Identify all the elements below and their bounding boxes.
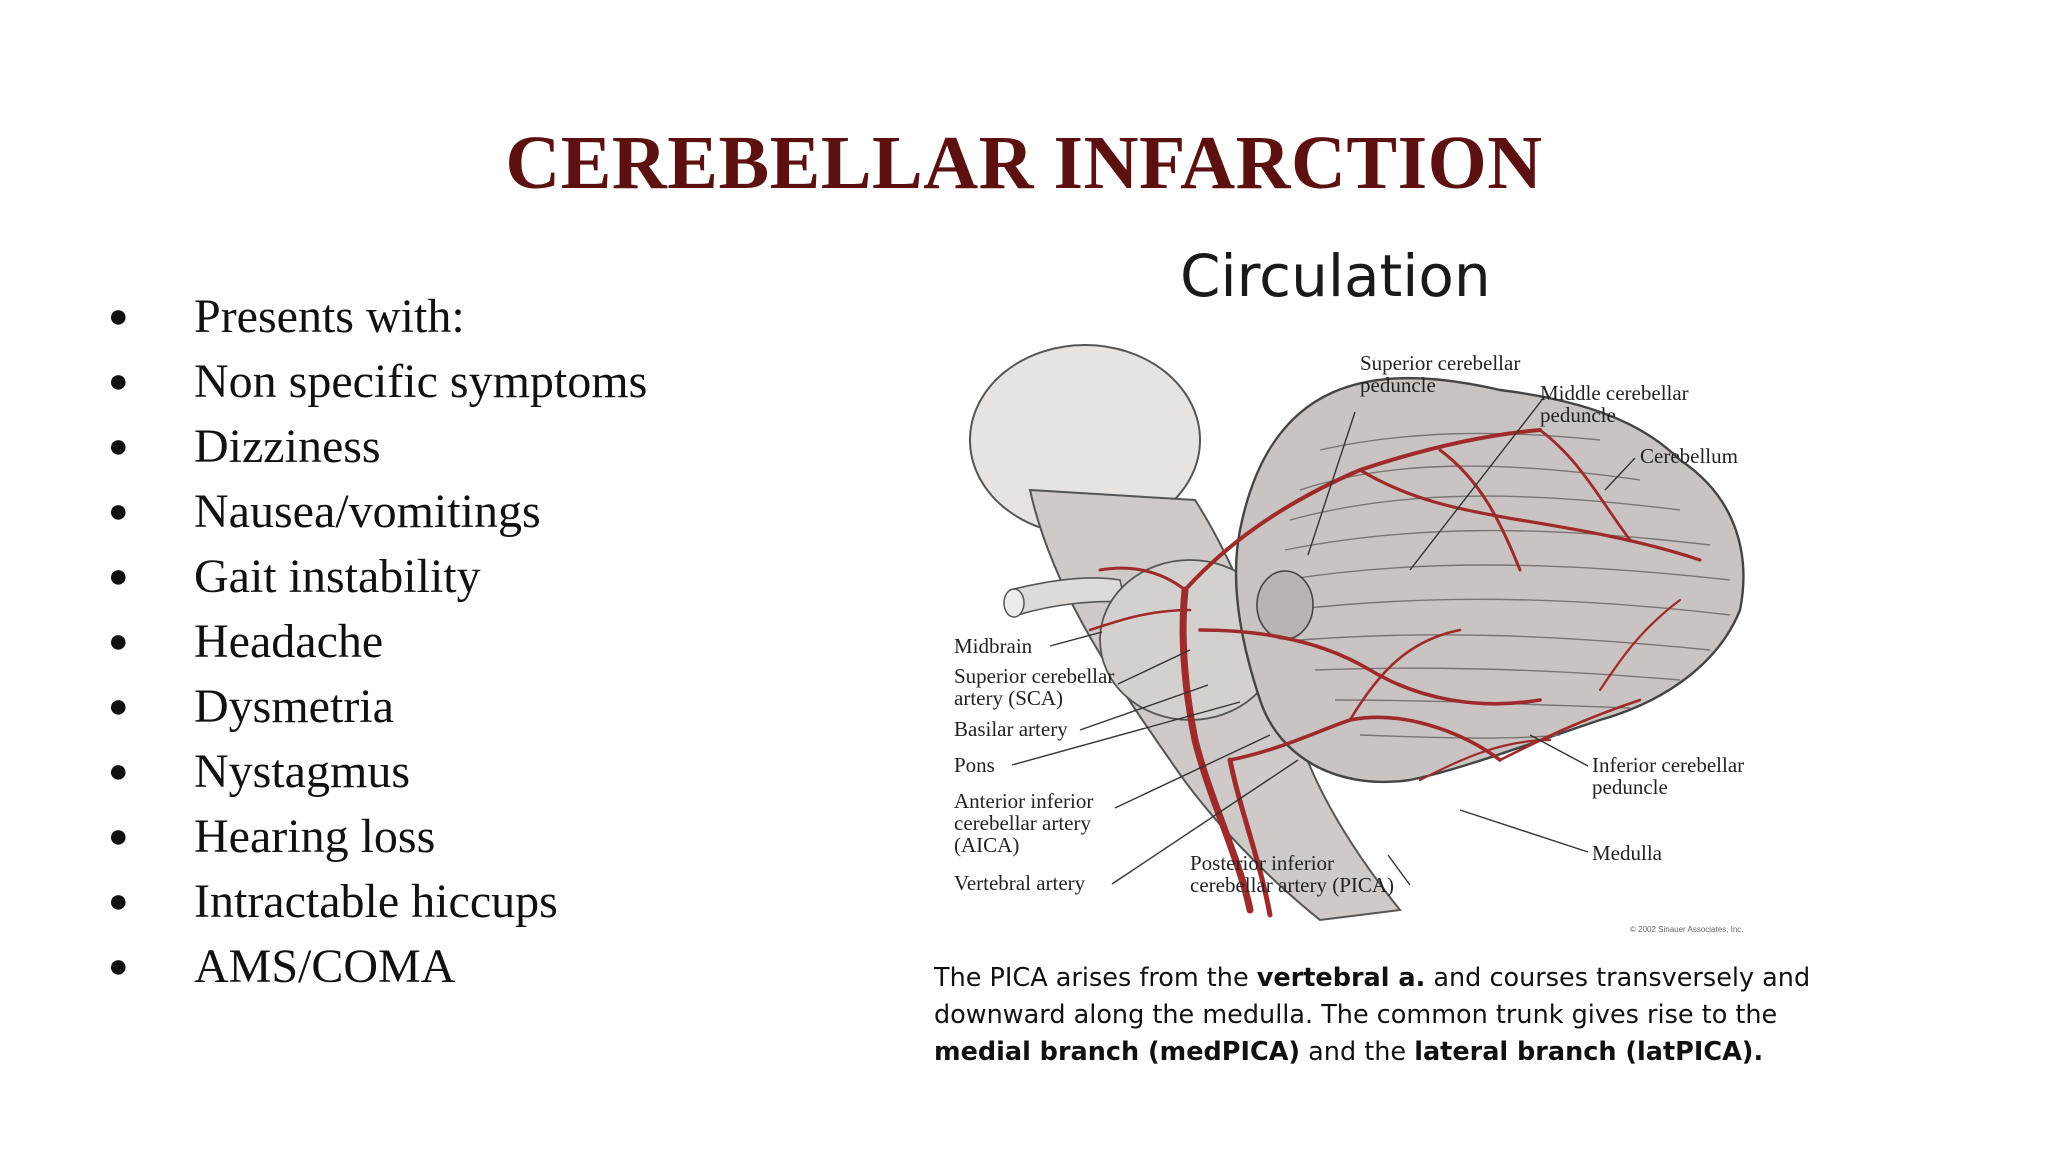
list-item: ● AMS/COMA: [108, 934, 647, 999]
list-item-text: AMS/COMA: [194, 939, 456, 993]
label-aica: Anterior inferior cerebellar artery (AIC…: [954, 789, 1099, 857]
cerebellar-circulation-diagram: Superior cerebellar peduncle Middle cere…: [954, 344, 1749, 934]
figure-caption: The PICA arises from the vertebral a. an…: [934, 963, 1811, 1067]
arteries: [1088, 428, 1702, 918]
diagram-labels: Superior cerebellar peduncle Middle cere…: [954, 351, 1749, 934]
list-item: ● Intractable hiccups: [108, 869, 647, 934]
bullet-marker: ●: [108, 557, 129, 595]
list-item-text: Dizziness: [194, 419, 381, 473]
list-item-text: Hearing loss: [194, 809, 436, 863]
bullet-marker: ●: [108, 362, 129, 400]
cerebellum-illustration: [1234, 376, 1745, 784]
bullet-marker: ●: [108, 752, 129, 790]
cranial-nerve-end: [1003, 588, 1025, 618]
list-item-text: Dysmetria: [194, 679, 394, 733]
bullet-marker: ●: [108, 882, 129, 920]
list-item: ● Dizziness: [108, 414, 647, 479]
label-pons: Pons: [954, 753, 995, 777]
label-basilar-artery: Basilar artery: [954, 717, 1068, 741]
label-midbrain: Midbrain: [954, 634, 1033, 658]
cerebellum-shape: [1234, 376, 1745, 784]
list-item: ● Dysmetria: [108, 674, 647, 739]
list-item: ● Non specific symptoms: [108, 349, 647, 414]
list-item: ● Nausea/vomitings: [108, 479, 647, 544]
list-item-text: Nausea/vomitings: [194, 484, 541, 538]
list-item-text: Non specific symptoms: [194, 354, 648, 408]
list-item: ● Gait instability: [108, 544, 647, 609]
list-item-text: Presents with:: [194, 289, 465, 343]
label-pica: Posterior inferior cerebellar artery (PI…: [1190, 851, 1394, 897]
peduncle-stump: [1256, 570, 1314, 640]
label-middle-cerebellar-peduncle: Middle cerebellar peduncle: [1540, 381, 1694, 427]
symptom-list: ● Presents with: ● Non specific symptoms ●…: [108, 284, 647, 999]
label-inferior-cerebellar-peduncle: Inferior cerebellar peduncle: [1592, 753, 1749, 799]
list-item: ● Headache: [108, 609, 647, 674]
label-cerebellum: Cerebellum: [1640, 444, 1738, 468]
list-item-text: Headache: [194, 614, 384, 668]
list-item-text: Gait instability: [194, 549, 481, 603]
bullet-marker: ●: [108, 947, 129, 985]
list-item: ● Hearing loss: [108, 804, 647, 869]
slide-title: CEREBELLAR INFARCTION: [505, 121, 1543, 205]
label-sca: Superior cerebellar artery (SCA): [954, 664, 1120, 710]
leader-lines: [1011, 395, 1636, 886]
list-item-text: Nystagmus: [194, 744, 410, 798]
label-superior-cerebellar-peduncle: Superior cerebellar peduncle: [1360, 351, 1526, 397]
list-item-text: Intractable hiccups: [194, 874, 558, 928]
label-medulla: Medulla: [1592, 841, 1663, 865]
bullet-marker: ●: [108, 297, 129, 335]
label-vertebral-artery: Vertebral artery: [954, 871, 1086, 895]
figure-heading: Circulation: [1180, 242, 1491, 310]
list-item: ● Presents with:: [108, 284, 647, 349]
bullet-marker: ●: [108, 817, 129, 855]
bullet-marker: ●: [108, 427, 129, 465]
bullet-marker: ●: [108, 687, 129, 725]
copyright-note: © 2002 Sinauer Associates, Inc.: [1630, 925, 1744, 934]
bullet-marker: ●: [108, 492, 129, 530]
list-item: ● Nystagmus: [108, 739, 647, 804]
bullet-marker: ●: [108, 622, 129, 660]
